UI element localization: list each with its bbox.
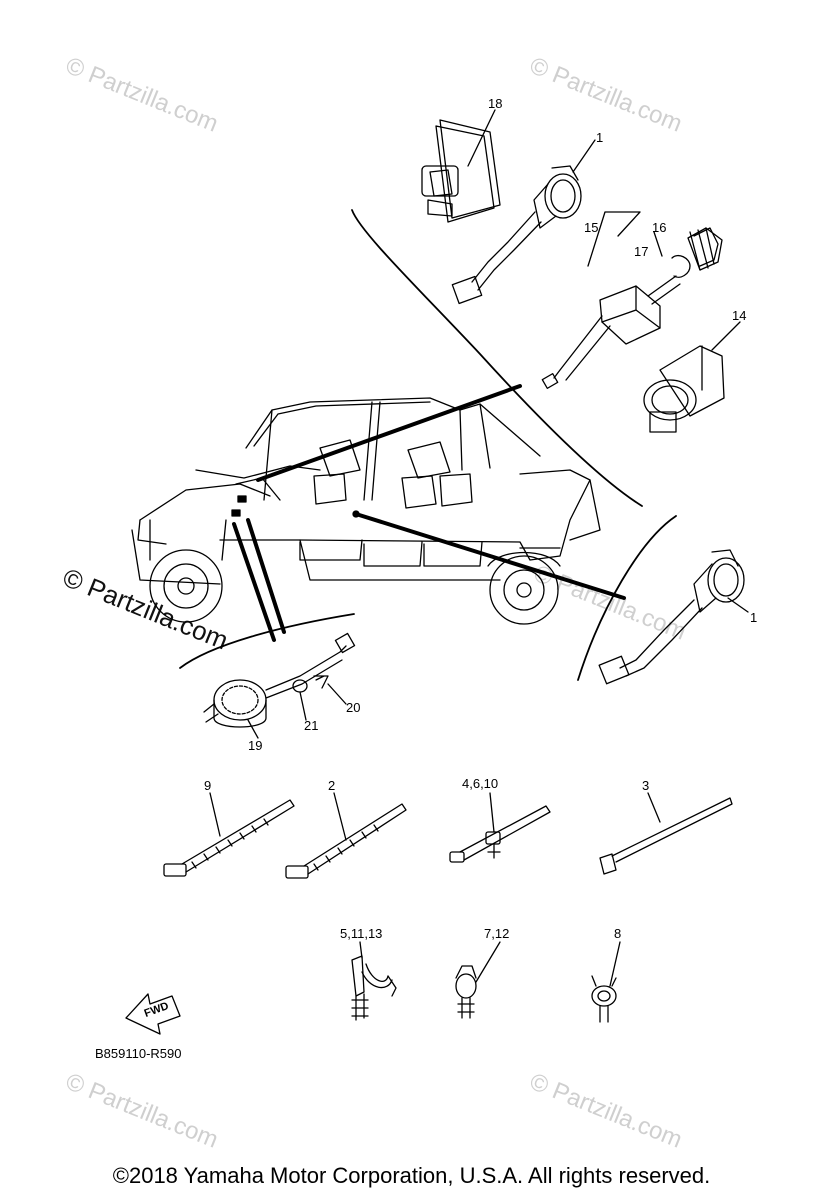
cable-tie-2 <box>285 792 407 879</box>
part-18-switch-panel <box>421 109 501 223</box>
part-14-switch <box>643 321 741 433</box>
part-19-20-21-buzzer <box>203 632 356 739</box>
clip-8 <box>591 941 621 1023</box>
callout-3: 3 <box>642 778 650 793</box>
callout-2: 2 <box>328 778 336 793</box>
callout-9: 9 <box>204 778 212 793</box>
callout-17: 17 <box>634 244 649 259</box>
callout-16: 16 <box>652 220 667 235</box>
diagram-code: B859110-R590 <box>95 1046 182 1061</box>
callout-18: 18 <box>488 96 503 111</box>
callout-4-6-10: 4,6,10 <box>462 776 499 791</box>
callout-14: 14 <box>732 308 747 323</box>
callout-15: 15 <box>584 220 599 235</box>
callout-8: 8 <box>614 926 622 941</box>
callout-21: 21 <box>304 718 319 733</box>
callout-20: 20 <box>346 700 361 715</box>
callout-1-right: 1 <box>750 610 758 625</box>
callout-7-12: 7,12 <box>484 926 510 941</box>
part-1-sensor-top <box>451 139 596 305</box>
part-15-16-17-switch <box>541 211 723 389</box>
cable-tie-4-6-10 <box>449 792 551 863</box>
cable-tie-9 <box>163 792 295 877</box>
callout-1-top: 1 <box>596 130 604 145</box>
fwd-arrow-icon <box>125 993 181 1035</box>
callout-5-11-13: 5,11,13 <box>340 926 383 941</box>
vehicle-illustration <box>131 397 601 625</box>
copyright-text: ©2018 Yamaha Motor Corporation, U.S.A. A… <box>112 1163 711 1188</box>
clip-7-12 <box>455 941 501 1019</box>
cable-tie-3 <box>599 792 733 875</box>
leader-lines <box>179 209 677 681</box>
callout-19: 19 <box>248 738 263 753</box>
clip-5-11-13 <box>351 941 397 1021</box>
part-1-sensor-right <box>598 549 749 685</box>
